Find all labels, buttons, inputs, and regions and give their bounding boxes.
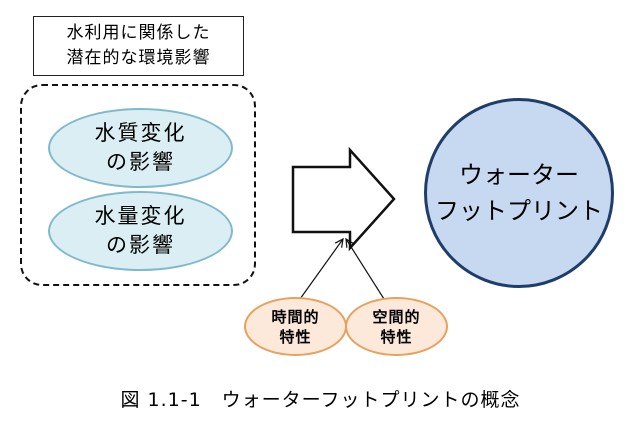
spatial-line-1: 空間的 bbox=[372, 307, 421, 326]
header-box: 水利用に関係した 潜在的な環境影響 bbox=[33, 16, 244, 76]
temporal-characteristics-ellipse: 時間的 特性 bbox=[244, 297, 347, 356]
water-quantity-line-1: 水量変化 bbox=[94, 204, 187, 228]
header-line-1: 水利用に関係した bbox=[66, 23, 211, 43]
water-footprint-circle: ウォーター フットプリント bbox=[424, 98, 614, 288]
water-quality-line-2: の影響 bbox=[106, 150, 175, 174]
connector-line-temporal bbox=[299, 239, 343, 300]
circle-line-1: ウォーター bbox=[459, 161, 579, 189]
block-arrow bbox=[291, 146, 396, 252]
header-line-2: 潜在的な環境影響 bbox=[66, 48, 211, 68]
spatial-characteristics-ellipse: 空間的 特性 bbox=[345, 297, 448, 356]
water-quantity-ellipse: 水量変化 の影響 bbox=[48, 191, 233, 271]
spatial-line-2: 特性 bbox=[380, 327, 413, 346]
temporal-line-1: 時間的 bbox=[271, 307, 320, 326]
connector-line-spatial bbox=[346, 239, 385, 300]
dashed-group-border bbox=[20, 84, 256, 286]
water-quality-line-1: 水質変化 bbox=[94, 121, 187, 145]
figure-caption: 図 1.1-1 ウォーターフットプリントの概念 bbox=[120, 389, 521, 411]
water-quality-ellipse: 水質変化 の影響 bbox=[48, 108, 233, 188]
water-quantity-line-2: の影響 bbox=[106, 233, 175, 257]
circle-line-2: フットプリント bbox=[435, 197, 603, 225]
temporal-line-2: 特性 bbox=[279, 327, 312, 346]
